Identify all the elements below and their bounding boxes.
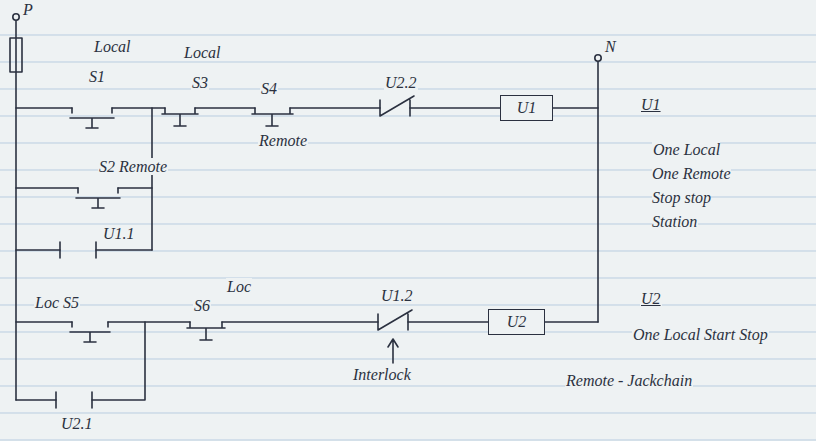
relay-coil-box: U2 bbox=[488, 309, 545, 335]
terminal bbox=[13, 14, 19, 20]
label-text: S3 bbox=[191, 74, 209, 91]
terminal bbox=[595, 55, 601, 61]
ruled-line bbox=[0, 116, 816, 117]
label-text: Remote - Jackchain bbox=[565, 372, 693, 389]
ruled-line bbox=[0, 305, 816, 306]
label-text: S6 bbox=[193, 297, 211, 314]
ruled-line bbox=[0, 440, 816, 441]
relay-coil-box: U1 bbox=[500, 95, 553, 121]
label-text: Local bbox=[93, 38, 131, 55]
wire bbox=[16, 187, 152, 189]
coil-label: U1 bbox=[517, 99, 537, 117]
handwritten-label: One Local Start Stop bbox=[632, 326, 769, 344]
contact-nc-symbol bbox=[380, 96, 414, 116]
handwritten-label: U1 bbox=[640, 96, 662, 114]
pushbutton-nc-symbol bbox=[162, 108, 198, 126]
pushbutton-no-symbol bbox=[70, 322, 110, 342]
label-text: Loc bbox=[226, 278, 252, 295]
label-text: S4 bbox=[260, 80, 278, 97]
handwritten-label: Local bbox=[93, 38, 131, 56]
label-text: U2 bbox=[640, 290, 662, 307]
label-text: Local bbox=[183, 44, 221, 61]
ruled-paper bbox=[0, 35, 816, 440]
label-text: Remote bbox=[258, 132, 308, 149]
label-text: Loc S5 bbox=[34, 294, 80, 311]
handwritten-label: Remote - Jackchain bbox=[565, 372, 693, 390]
pushbutton-no-symbol bbox=[76, 188, 120, 208]
ruled-line bbox=[0, 413, 816, 414]
ruled-line bbox=[0, 278, 816, 279]
pushbutton-nc-symbol bbox=[187, 322, 225, 340]
ruled-line bbox=[0, 251, 816, 252]
ruled-line bbox=[0, 359, 816, 360]
handwritten-label: U2 bbox=[640, 290, 662, 308]
handwritten-label: S4 bbox=[260, 80, 278, 98]
handwritten-label: Remote bbox=[258, 132, 308, 150]
handwritten-label: U1.2 bbox=[380, 287, 414, 305]
ruled-line bbox=[0, 386, 816, 387]
handwritten-label: Loc S5 bbox=[34, 294, 80, 312]
contact-no-symbol bbox=[60, 242, 96, 258]
neutral-rail bbox=[597, 62, 599, 322]
handwritten-label: U2.1 bbox=[60, 415, 94, 433]
handwritten-label: S1 bbox=[88, 68, 106, 86]
fuse-symbol bbox=[10, 38, 22, 72]
label-text: S1 bbox=[88, 68, 106, 85]
handwritten-label: S2 Remote bbox=[98, 158, 168, 176]
label-text: U2.1 bbox=[60, 415, 94, 432]
pushbutton-no-symbol bbox=[70, 108, 114, 128]
wire bbox=[16, 322, 145, 400]
live-rail bbox=[15, 21, 17, 400]
handwritten-label: S3 bbox=[191, 74, 209, 92]
handwritten-label: One Local One Remote Stop stop Station bbox=[652, 138, 744, 234]
handwritten-label: Loc bbox=[226, 278, 252, 296]
label-text: N bbox=[604, 38, 617, 55]
ruled-line bbox=[0, 62, 816, 63]
wire bbox=[151, 108, 153, 250]
label-text: Interlock bbox=[352, 366, 412, 383]
ruled-line bbox=[0, 35, 816, 36]
contact-nc-symbol bbox=[378, 310, 412, 330]
label-text: U2.2 bbox=[384, 74, 418, 91]
handwritten-label: U1.1 bbox=[102, 225, 136, 243]
contact-no-symbol bbox=[56, 392, 92, 408]
pushbutton-nc-symbol bbox=[252, 108, 293, 126]
coil-label: U2 bbox=[507, 313, 527, 331]
label-text: One Local Start Stop bbox=[632, 326, 769, 343]
label-text: One Local One Remote Stop stop Station bbox=[652, 141, 731, 230]
handwritten-label: Local bbox=[183, 44, 221, 62]
label-text: P bbox=[22, 1, 34, 18]
label-text: U1.2 bbox=[380, 287, 414, 304]
handwritten-label: Interlock bbox=[352, 366, 412, 384]
handwritten-label: S6 bbox=[193, 297, 211, 315]
handwritten-label: P bbox=[22, 1, 34, 19]
handwritten-label: U2.2 bbox=[384, 74, 418, 92]
leader-arrow bbox=[388, 339, 398, 363]
handwritten-label: N bbox=[604, 38, 617, 56]
wire bbox=[16, 249, 152, 251]
label-text: U1.1 bbox=[102, 225, 136, 242]
label-text: S2 Remote bbox=[98, 158, 168, 175]
label-text: U1 bbox=[640, 96, 662, 113]
